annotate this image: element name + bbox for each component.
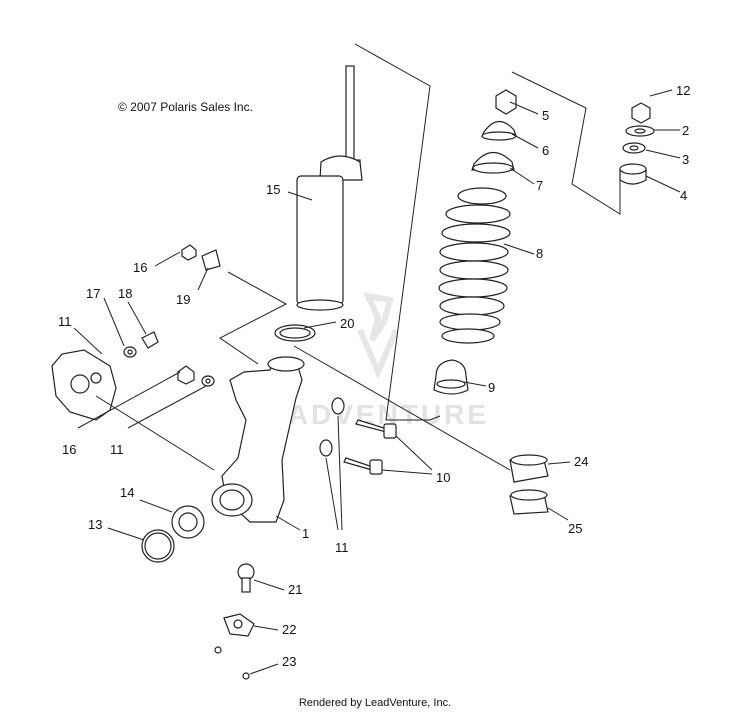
- callout-8: 8: [536, 246, 543, 261]
- callout-9: 9: [488, 380, 495, 395]
- coil-spring: [438, 187, 511, 344]
- callout-3: 3: [682, 152, 689, 167]
- bolts: [343, 419, 397, 475]
- callout-1: 1: [302, 526, 309, 541]
- callout-2: 2: [682, 123, 689, 138]
- callout-11a: 11: [58, 314, 72, 329]
- callout-16b: 16: [62, 442, 76, 457]
- callout-4: 4: [680, 188, 687, 203]
- callout-5: 5: [542, 108, 549, 123]
- steering-knuckle: [211, 356, 305, 523]
- bump-stop: [433, 359, 469, 395]
- mount-hardware: [619, 102, 655, 185]
- gasket-ring: [274, 324, 316, 342]
- callout-20: 20: [340, 316, 354, 331]
- callout-25: 25: [568, 521, 582, 536]
- callout-21: 21: [288, 582, 302, 597]
- callout-11c: 11: [335, 540, 349, 555]
- callout-7: 7: [536, 178, 543, 193]
- callout-15: 15: [266, 182, 280, 197]
- callout-17: 17: [86, 286, 100, 301]
- callout-16a: 16: [133, 260, 147, 275]
- spring-seat: [471, 151, 515, 174]
- callout-18: 18: [118, 286, 132, 301]
- callout-19: 19: [176, 292, 190, 307]
- top-nut: [495, 89, 517, 115]
- callout-14: 14: [120, 485, 134, 500]
- strut-shock: [296, 65, 363, 311]
- upper-cup: [481, 120, 517, 141]
- leader-lines: [73, 43, 681, 675]
- small-hardware: [123, 244, 345, 457]
- callout-6: 6: [542, 143, 549, 158]
- callout-23: 23: [282, 654, 296, 669]
- wheel-bearing: [141, 505, 205, 563]
- footer-text: Rendered by LeadVenture, Inc.: [298, 697, 452, 709]
- callout-22: 22: [282, 622, 296, 637]
- callout-numbers: 12 5 2 6 3 7 4 15 8 16 19 17 18 20 11 9 …: [58, 83, 690, 669]
- callout-24: 24: [574, 454, 588, 469]
- callout-13: 13: [88, 517, 102, 532]
- brake-caliper: [51, 349, 117, 421]
- boot-clamps: [509, 454, 549, 515]
- copyright-text: © 2007 Polaris Sales Inc.: [118, 100, 253, 114]
- callout-11b: 11: [110, 442, 124, 457]
- callout-10: 10: [436, 470, 450, 485]
- callout-12: 12: [676, 83, 690, 98]
- ball-joint: [214, 563, 255, 680]
